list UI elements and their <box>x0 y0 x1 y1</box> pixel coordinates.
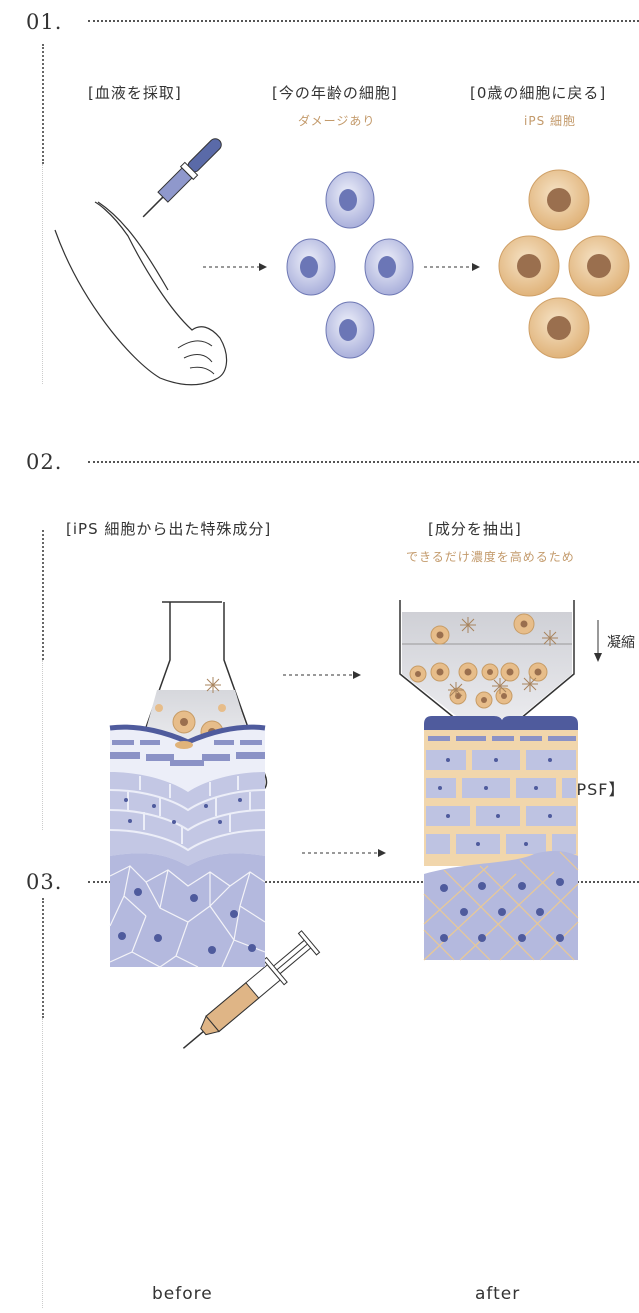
extraction-funnel-illustration <box>399 600 575 810</box>
arrow-before-to-after <box>302 849 386 857</box>
label-extract: [成分を抽出] <box>428 520 522 538</box>
skin-after-illustration <box>423 716 579 961</box>
step-rail-faint-03 <box>42 1018 43 1308</box>
arrow-to-current-cells <box>203 263 267 271</box>
label-after: after <box>475 1284 521 1304</box>
label-ips-component: [iPS 細胞から出た特殊成分] <box>66 520 272 538</box>
step-number-02: 02. <box>26 450 63 474</box>
sub-damaged: ダメージあり <box>298 114 376 128</box>
arm-with-dropper-illustration <box>54 138 228 386</box>
step-number-03: 03. <box>26 870 63 894</box>
syringe-illustration <box>182 930 321 1049</box>
step-rail-faint-01 <box>42 164 43 384</box>
label-current-cells: [今の年齢の細胞] <box>272 84 398 102</box>
step-rail-03 <box>42 898 44 1018</box>
sub-high-concentration: できるだけ濃度を高めるため <box>406 550 575 564</box>
label-before: before <box>152 1284 213 1304</box>
step-number-01: 01. <box>26 10 63 34</box>
ips-cells-cluster <box>498 169 630 359</box>
step-rail-01 <box>42 44 44 164</box>
current-cells-cluster <box>286 171 414 359</box>
condense-arrow <box>594 620 602 662</box>
arrow-to-extraction <box>283 671 361 679</box>
skin-before-illustration <box>109 724 266 968</box>
arrow-to-ips-cells <box>424 263 480 271</box>
step-divider-01 <box>88 20 639 22</box>
label-blood-sampling: [血液を採取] <box>88 84 182 102</box>
step-divider-02 <box>88 461 639 463</box>
label-condense: 凝縮 <box>607 635 635 651</box>
label-zero-year-cells: [0歳の細胞に戻る] <box>470 84 607 102</box>
step-rail-faint-02 <box>42 660 43 830</box>
step-rail-02 <box>42 530 44 660</box>
sub-ips-cells: iPS 細胞 <box>524 114 577 128</box>
step-divider-03 <box>88 881 639 883</box>
